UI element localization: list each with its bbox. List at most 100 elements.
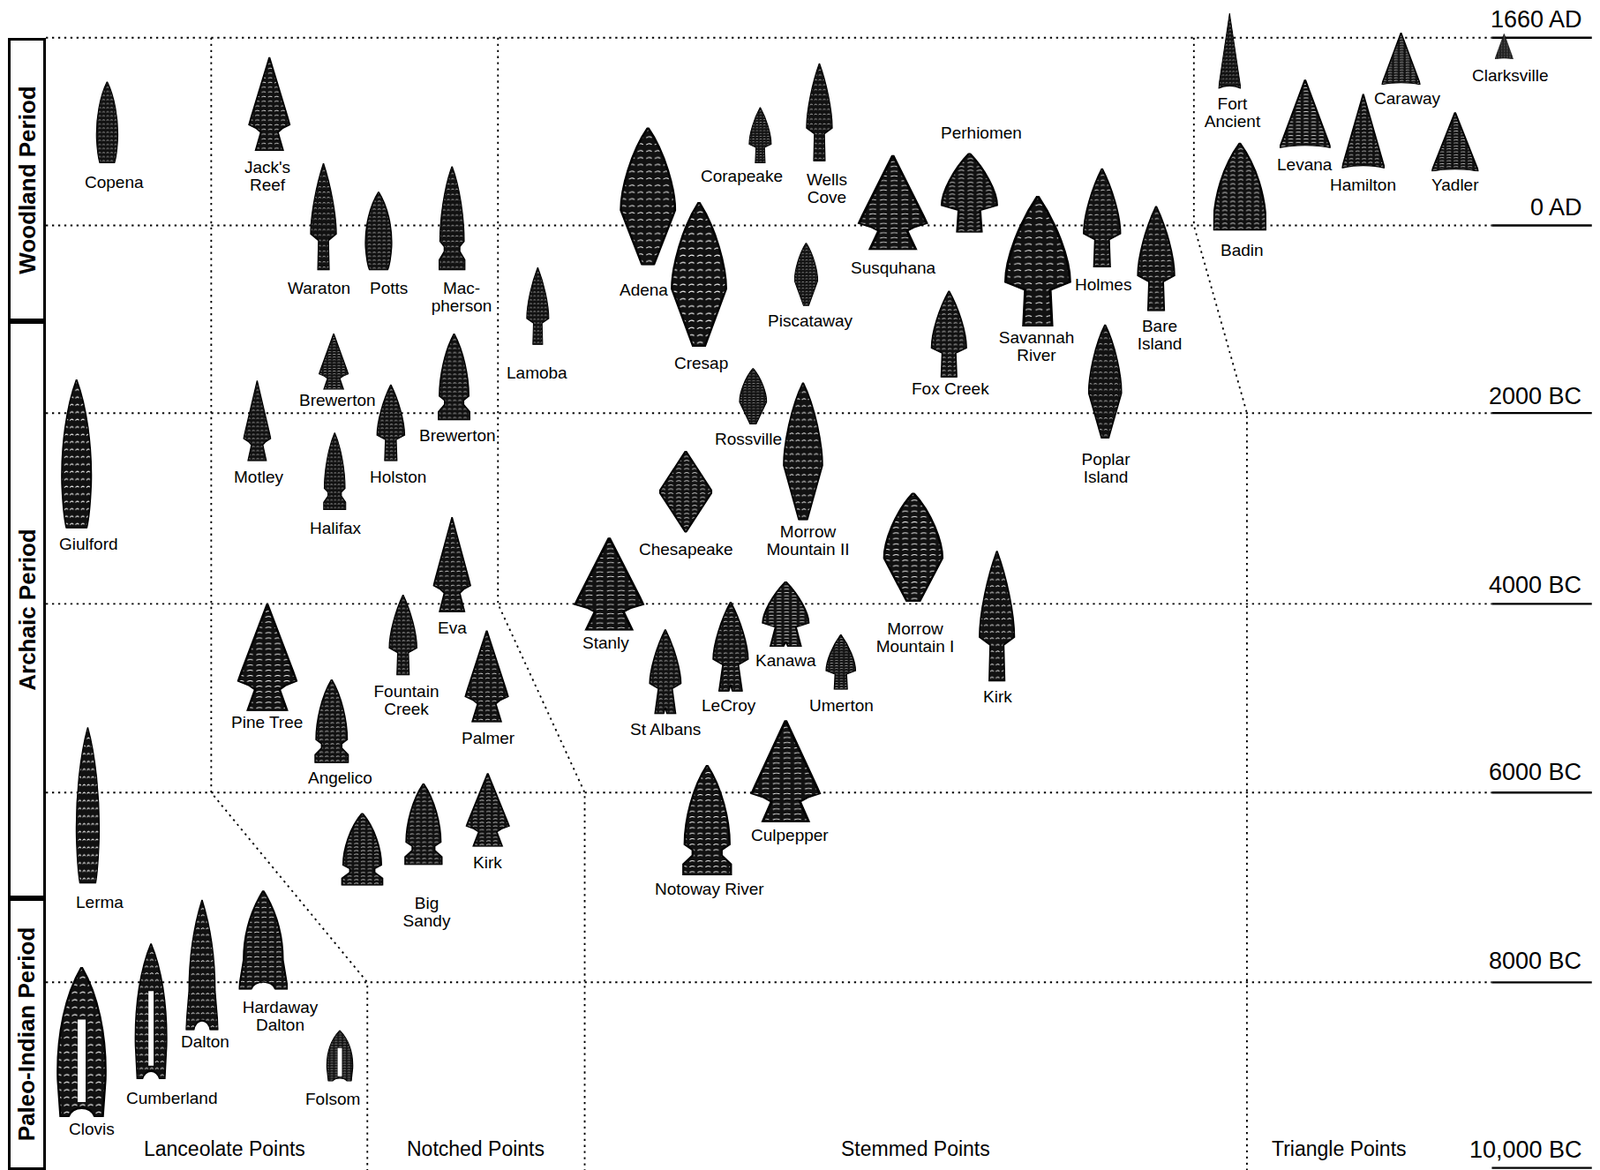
projectile-point bbox=[526, 267, 549, 346]
label-anchor: Perhiomen bbox=[940, 124, 1022, 143]
projectile-point bbox=[315, 679, 348, 764]
point-type-name: Pine Tree bbox=[231, 713, 303, 732]
point-type-name: Fountain Creek bbox=[372, 683, 441, 719]
point-type-name: Fox Creek bbox=[911, 380, 990, 399]
projectile-point bbox=[439, 165, 466, 271]
point-type-name: Rossville bbox=[714, 430, 782, 449]
point-type-name: Dalton bbox=[180, 1033, 230, 1052]
point-type-name: Lerma bbox=[75, 893, 124, 912]
label-anchor: Brewerton bbox=[299, 391, 376, 410]
point-type-name: Potts bbox=[369, 279, 408, 298]
time-line bbox=[45, 37, 1492, 39]
time-label: 0 AD bbox=[1530, 195, 1583, 220]
label-anchor: Halifax bbox=[309, 519, 361, 538]
column-header: Lanceolate Points bbox=[143, 1138, 306, 1160]
label-anchor: Triangle Points bbox=[1271, 1138, 1407, 1160]
projectile-point bbox=[762, 581, 809, 647]
time-ticks bbox=[1491, 37, 1592, 1169]
projectile-point bbox=[806, 63, 833, 162]
point-type-name: Levana bbox=[1276, 156, 1332, 174]
projectile-point bbox=[620, 127, 676, 266]
label-anchor: Stanly bbox=[582, 634, 630, 653]
time-tick bbox=[1491, 602, 1592, 605]
projectile-point bbox=[671, 202, 727, 347]
label-anchor: Poplar Island bbox=[1080, 450, 1132, 487]
projectile-point bbox=[683, 765, 731, 876]
projectile-point bbox=[365, 191, 392, 271]
projectile-point bbox=[238, 603, 297, 711]
point-type-name: Culpepper bbox=[751, 826, 829, 845]
label-anchor: Fort Ancient bbox=[1202, 95, 1262, 131]
period-gridlines bbox=[45, 37, 1492, 1170]
label-anchor: Chesapeake bbox=[638, 540, 734, 559]
time-label: 8000 BC bbox=[1488, 948, 1582, 974]
projectile-point bbox=[1218, 13, 1241, 90]
projectile-point bbox=[794, 242, 818, 307]
projectile-point bbox=[243, 380, 271, 461]
label-anchor: Waraton bbox=[287, 279, 351, 298]
projectile-point bbox=[1494, 33, 1514, 60]
label-anchor: Motley bbox=[233, 468, 284, 487]
point-type-name: Mac- pherson bbox=[429, 279, 494, 316]
label-anchor: Yadler bbox=[1431, 176, 1480, 195]
projectile-point bbox=[239, 890, 289, 990]
point-type-name: Motley bbox=[233, 468, 284, 487]
projectile-point bbox=[57, 967, 106, 1118]
projectile-point bbox=[310, 163, 337, 271]
period-band: Woodland Period bbox=[7, 37, 46, 322]
point-type-name: Cresap bbox=[674, 354, 729, 373]
point-type-name: Chesapeake bbox=[638, 540, 734, 559]
point-type-name: Palmer bbox=[461, 729, 515, 748]
label-anchor: Kirk bbox=[983, 688, 1013, 707]
point-type-name: Corapeake bbox=[700, 167, 783, 186]
projectile-point bbox=[884, 492, 943, 602]
projectile-points bbox=[57, 13, 1513, 1118]
label-anchor: Lanceolate Points bbox=[143, 1138, 306, 1160]
projectile-point bbox=[751, 720, 820, 823]
label-anchor: 4000 BC bbox=[1488, 572, 1582, 598]
label-anchor: Kanawa bbox=[755, 652, 817, 670]
label-anchor: Susquhana bbox=[850, 259, 936, 278]
label-anchor: Jack's Reef bbox=[242, 158, 293, 195]
projectile-point bbox=[135, 943, 167, 1080]
label-anchor: Big Sandy bbox=[401, 894, 452, 931]
time-tick bbox=[1491, 1167, 1592, 1170]
projectile-point bbox=[466, 773, 510, 847]
projectile-point bbox=[61, 379, 92, 529]
label-anchor: Holston bbox=[369, 468, 427, 487]
period-name: Archaic Period bbox=[15, 528, 39, 692]
label-anchor: Levana bbox=[1276, 156, 1332, 174]
point-type-name: Clovis bbox=[68, 1120, 115, 1139]
label-anchor: Savannah River bbox=[997, 329, 1076, 365]
point-type-name: Brewerton bbox=[299, 391, 376, 410]
label-anchor: Kirk bbox=[473, 854, 503, 872]
projectile-point bbox=[405, 783, 443, 865]
time-tick bbox=[1491, 791, 1592, 794]
label-anchor: Wells Cove bbox=[804, 171, 849, 207]
label-anchor: Pine Tree bbox=[231, 713, 303, 732]
label-anchor: LeCroy bbox=[701, 697, 756, 715]
point-type-name: Bare Island bbox=[1135, 317, 1184, 354]
point-type-name: Big Sandy bbox=[401, 894, 452, 931]
label-anchor: Fountain Creek bbox=[372, 683, 441, 719]
point-type-name: Kirk bbox=[983, 688, 1013, 707]
point-type-name: Savannah River bbox=[997, 329, 1076, 365]
point-type-name: Piscataway bbox=[767, 312, 853, 331]
point-type-name: Caraway bbox=[1374, 90, 1441, 108]
projectile-point bbox=[979, 550, 1015, 682]
point-type-name: Adena bbox=[619, 281, 669, 300]
label-anchor: Clovis bbox=[68, 1120, 115, 1139]
label-anchor: Lamoba bbox=[506, 364, 568, 383]
projectile-point bbox=[1431, 112, 1479, 172]
point-type-name: Poplar Island bbox=[1080, 450, 1132, 487]
label-anchor: Eva bbox=[437, 619, 467, 638]
point-type-name: Cumberland bbox=[126, 1089, 218, 1108]
label-anchor: Morrow Mountain I bbox=[874, 620, 956, 656]
label-anchor: Notoway River bbox=[654, 880, 765, 899]
label-anchor: Rossville bbox=[714, 430, 782, 449]
projectile-point bbox=[575, 537, 644, 631]
point-type-name: Stanly bbox=[582, 634, 630, 653]
projectile-point bbox=[749, 106, 772, 164]
projectile-point bbox=[376, 384, 405, 462]
